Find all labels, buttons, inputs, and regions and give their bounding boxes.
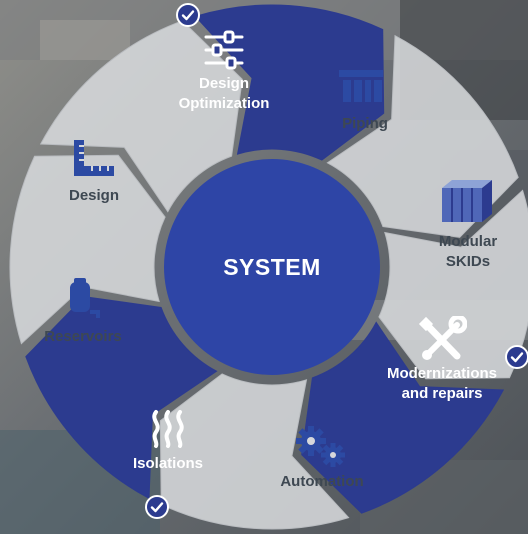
segment-label-piping: Piping	[342, 115, 388, 132]
wrench-screwdriver-icon	[417, 314, 468, 364]
cycle-segment-isolations	[25, 296, 218, 500]
modular-skid-icon	[438, 176, 496, 224]
segment-label-isolations: Isolations	[132, 455, 203, 472]
check-badge-modernizations	[505, 345, 528, 369]
cycle-segment-design-optimization	[194, 4, 385, 161]
checkmark-icon	[150, 502, 164, 513]
heat-waves-icon	[148, 408, 188, 450]
segment-label-automation: Automation	[280, 473, 364, 490]
check-badge-isolations	[145, 495, 169, 519]
checkmark-icon	[510, 352, 524, 363]
cycle-segment-reservoirs	[9, 154, 166, 345]
segment-label-design-optimization: Design Optimization	[178, 75, 270, 112]
center-title: SYSTEM	[223, 254, 321, 280]
segment-label-modernizations: Modernizations and repairs	[386, 365, 497, 402]
cycle-segment-modular-skids	[378, 189, 528, 380]
segment-label-modular-skids: Modular SKIDs	[438, 233, 498, 270]
tank-icon	[66, 276, 102, 320]
center-circle	[164, 159, 380, 375]
gears-icon	[293, 425, 351, 469]
cycle-segment-modernizations-and-repairs	[301, 321, 505, 514]
ruler-icon	[72, 138, 116, 178]
checkmark-icon	[181, 10, 195, 21]
segment-label-design: Design	[68, 187, 119, 204]
sliders-icon	[203, 30, 245, 70]
segment-label-reservoirs: Reservoirs	[44, 328, 122, 345]
piping-logo-icon	[337, 68, 385, 104]
check-badge-design-optimization	[176, 3, 200, 27]
